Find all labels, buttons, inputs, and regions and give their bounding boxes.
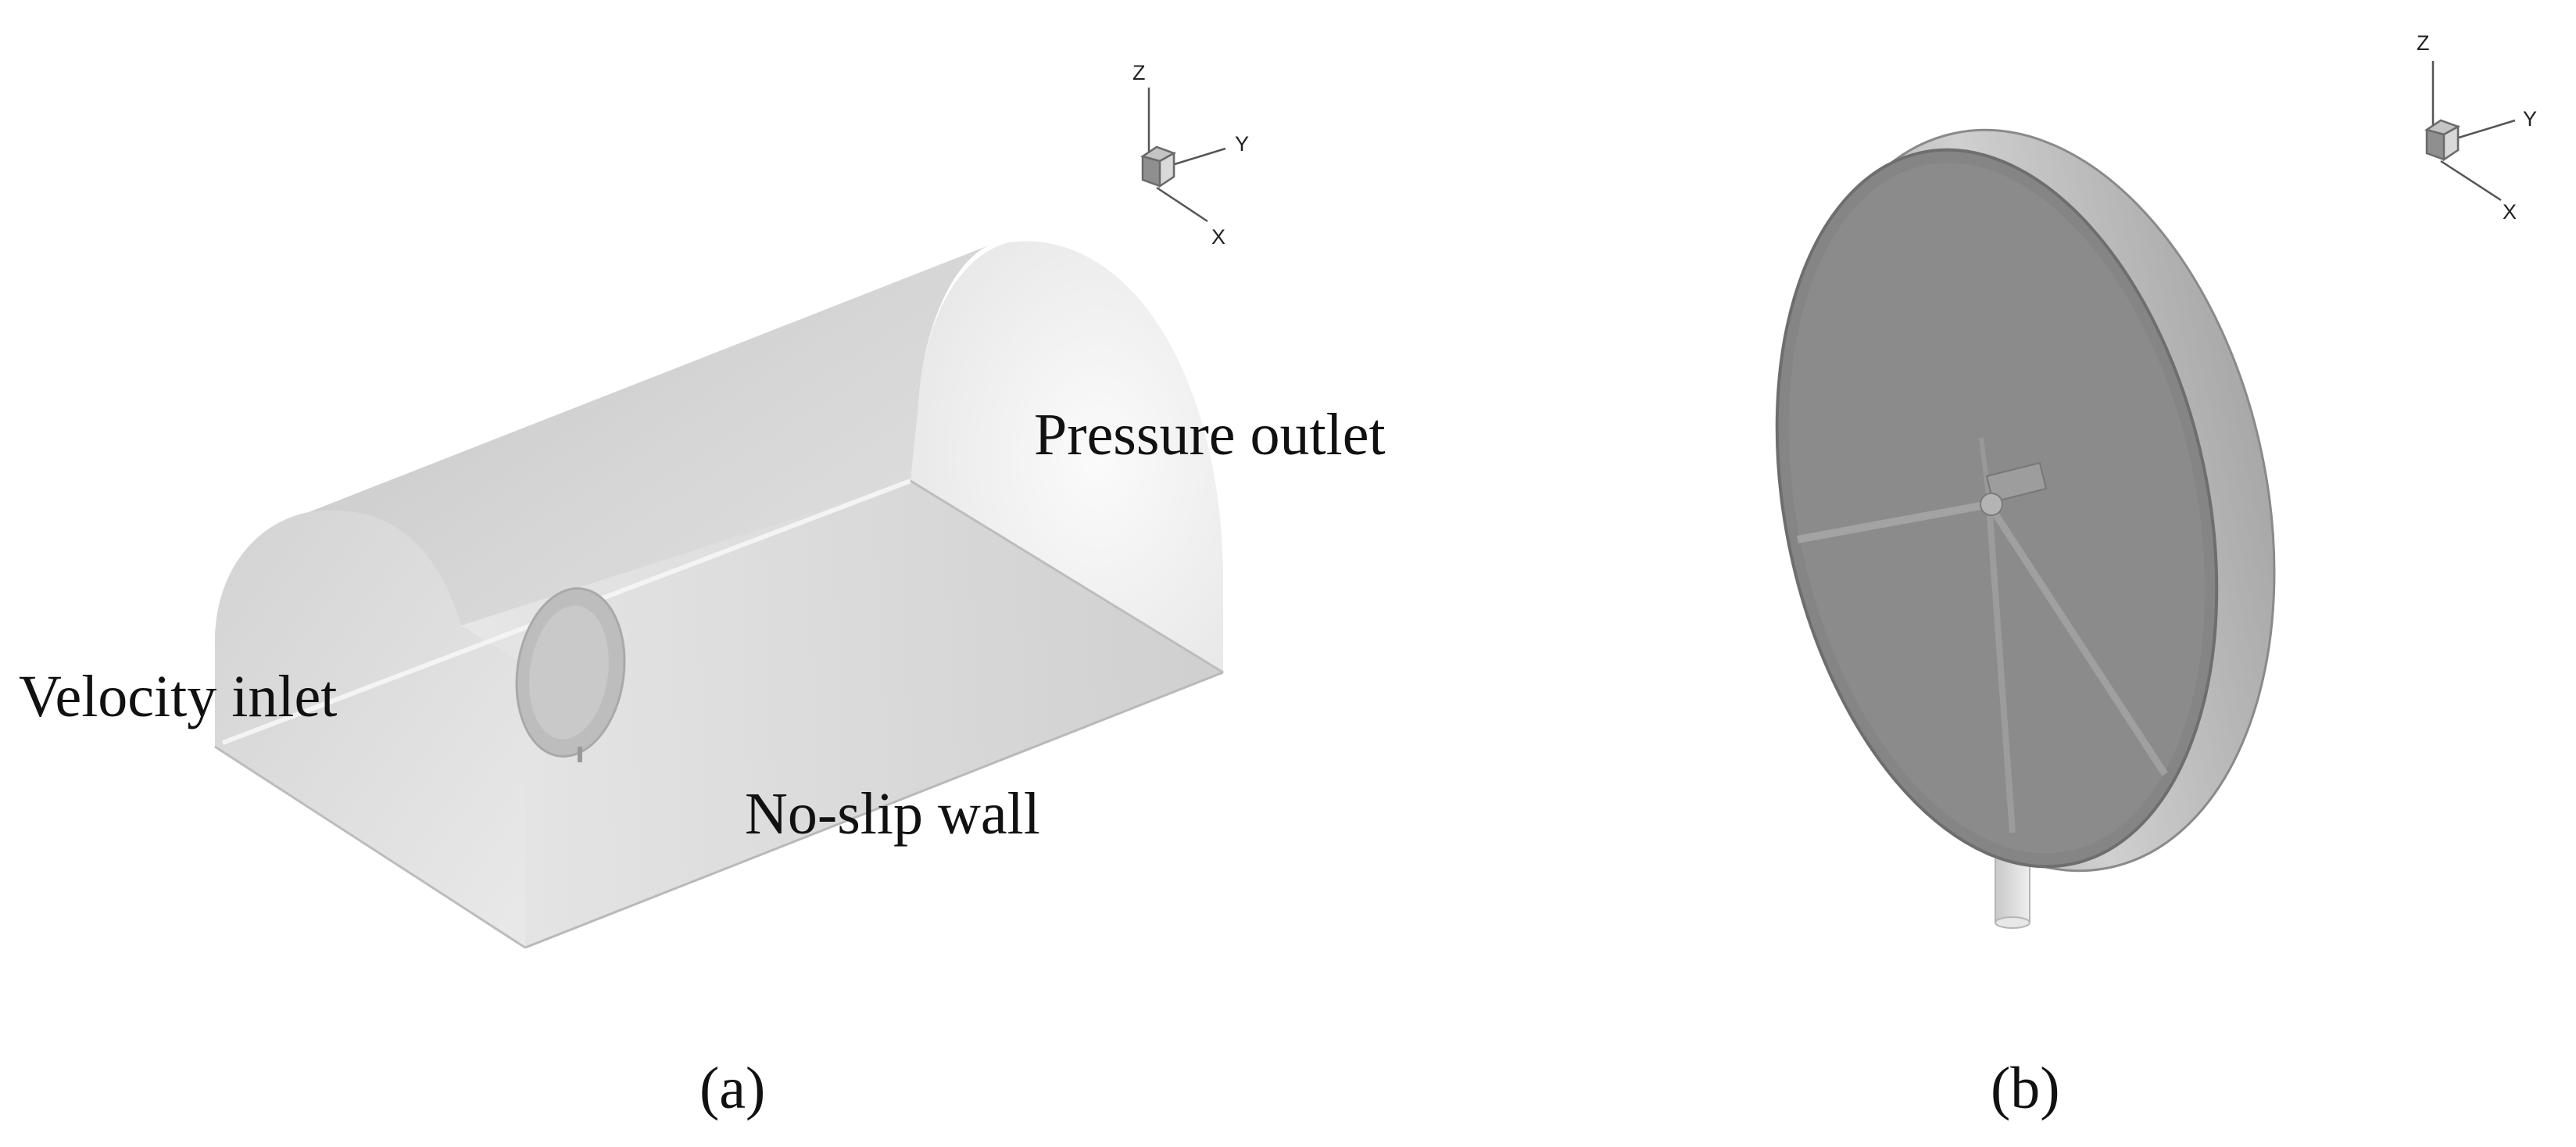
axis-x-label-b: X [2503, 200, 2517, 224]
label-no-slip-wall: No-slip wall [745, 781, 1040, 847]
axis-z-label-b: Z [2417, 31, 2430, 55]
blade-1 [1797, 500, 1990, 543]
domain-tunnel [214, 241, 1224, 949]
axis-triad-b [2424, 61, 2516, 202]
tunnel-inlet-face [215, 510, 525, 948]
rotor-model [1775, 128, 2276, 929]
hub-nacelle [1985, 461, 2048, 504]
axis-x-label-a: X [1211, 225, 1226, 249]
caption-b: (b) [1991, 1056, 2060, 1121]
label-velocity-inlet: Velocity inlet [19, 664, 338, 729]
blade-2 [1986, 502, 2168, 776]
tunnel-side-wall [461, 481, 1223, 948]
blade-3 [1986, 504, 2016, 833]
caption-a: (a) [699, 1056, 766, 1121]
axis-z-label-a: Z [1132, 61, 1146, 84]
tunnel-outlet-face [911, 241, 1223, 673]
label-pressure-outlet: Pressure outlet [1034, 402, 1386, 468]
axis-y-label-a: Y [1235, 132, 1250, 156]
axis-triad-a [1140, 88, 1226, 223]
axis-y-label-b: Y [2523, 107, 2538, 131]
